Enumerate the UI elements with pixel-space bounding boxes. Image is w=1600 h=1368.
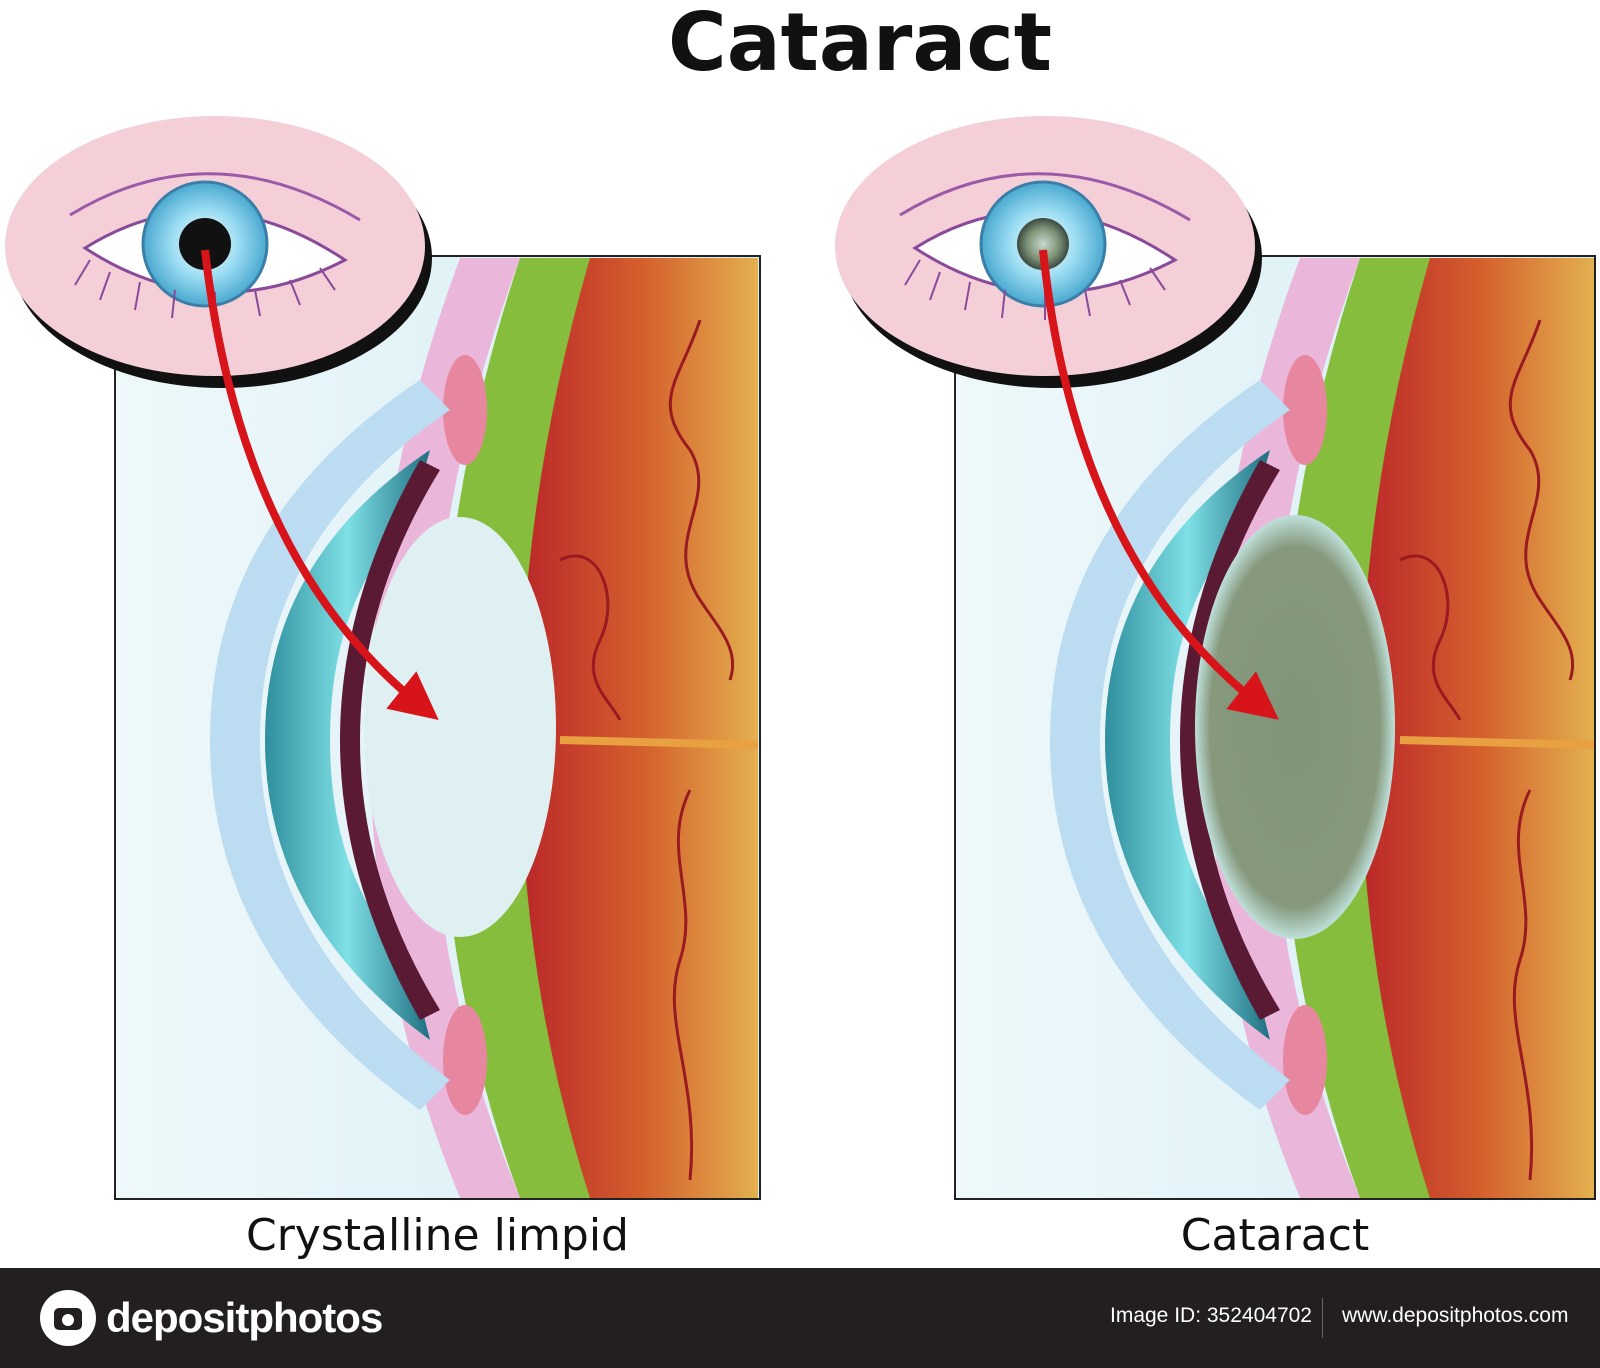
pupil-icon <box>179 218 231 270</box>
camera-icon <box>40 1290 96 1346</box>
cataract-diagram <box>5 116 1596 1200</box>
lashes <box>904 259 1166 320</box>
vessel <box>1512 789 1534 1181</box>
watermark-footer: depositphotos Image ID: 352404702 www.de… <box>0 1268 1600 1368</box>
depositphotos-logo: depositphotos <box>40 1290 383 1346</box>
vessel <box>668 319 735 681</box>
ciliary-process-bottom <box>1283 1005 1327 1115</box>
vessel <box>559 554 622 721</box>
lens-clear <box>364 517 556 937</box>
site-url: www.depositphotos.com <box>1342 1304 1569 1327</box>
vessel <box>1399 554 1462 721</box>
ciliary-process-top <box>443 355 487 465</box>
vessel <box>1508 319 1575 681</box>
panel-right <box>835 116 1596 1200</box>
light-path-arrow <box>1039 249 1279 720</box>
iris-section <box>1180 460 1280 1020</box>
eyelid-crease <box>899 172 1191 222</box>
choroid <box>1344 258 1594 1198</box>
divider <box>1322 1298 1323 1338</box>
panel-left <box>5 116 761 1200</box>
choroid <box>504 258 758 1198</box>
ciliary-process-bottom <box>443 1005 487 1115</box>
eyelid-crease <box>69 172 361 222</box>
anterior-chamber <box>265 450 430 1040</box>
anterior-chamber <box>1105 450 1270 1040</box>
cornea <box>1050 380 1290 1110</box>
logo-text: depositphotos <box>106 1294 383 1341</box>
vessel <box>672 789 694 1181</box>
image-id: Image ID: 352404702 <box>1110 1304 1312 1327</box>
lens-cloudy <box>1195 515 1395 939</box>
light-path-arrow <box>201 249 439 721</box>
caption-clear-lens: Crystalline limpid <box>245 1210 629 1261</box>
ciliary-process-top <box>1283 355 1327 465</box>
optic-line <box>559 736 759 749</box>
cloudy-pupil-icon <box>1017 218 1069 270</box>
optic-line <box>1399 736 1595 749</box>
caption-cataract: Cataract <box>1180 1210 1370 1261</box>
iris-section <box>340 460 440 1020</box>
cornea <box>210 380 450 1110</box>
page-title: Cataract <box>667 0 1053 89</box>
